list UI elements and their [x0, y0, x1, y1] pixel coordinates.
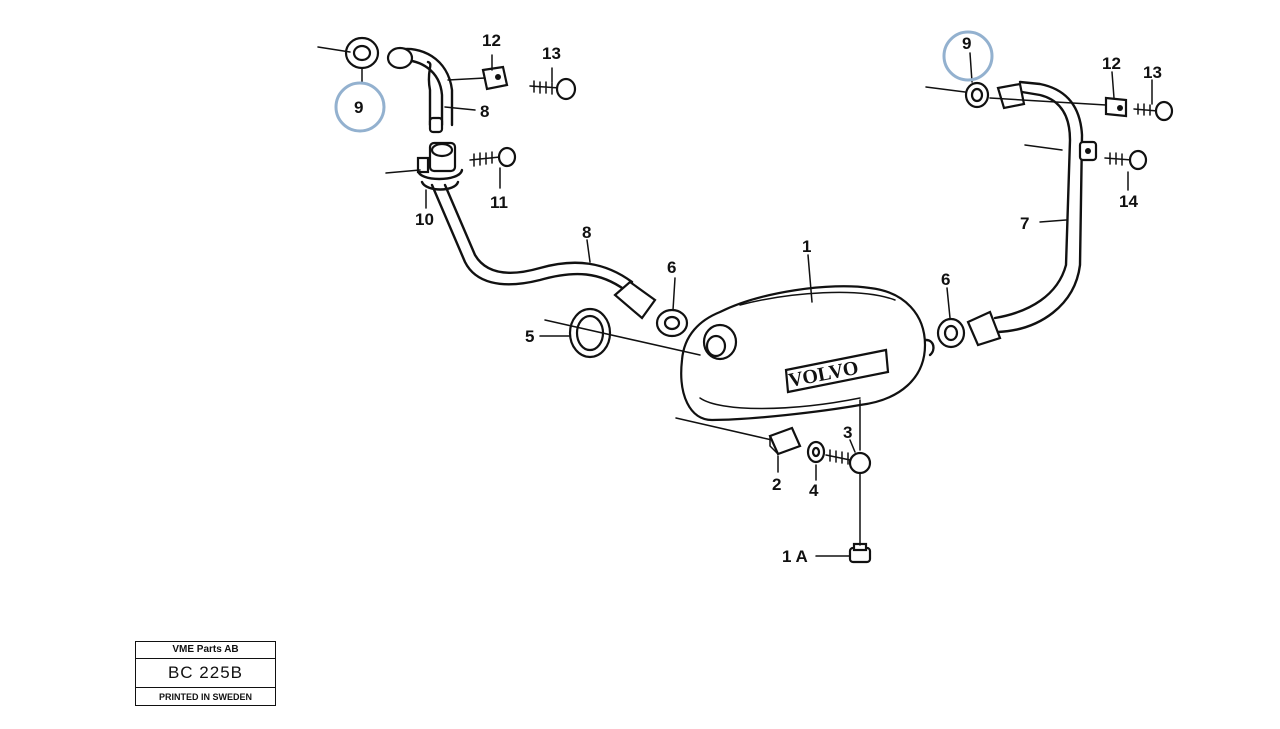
callout-8-lower[interactable]: 8 [582, 223, 591, 242]
right-bracket-12 [1104, 96, 1128, 118]
title-block-code: BC 225B [167, 663, 244, 682]
callout-13-left[interactable]: 13 [542, 44, 561, 63]
leader-lines [317, 46, 1153, 557]
bolt-13-left [529, 77, 577, 101]
left-bracket-12 [481, 65, 509, 91]
callout-8-top[interactable]: 8 [480, 102, 489, 121]
callout-2[interactable]: 2 [772, 475, 781, 494]
callout-14[interactable]: 14 [1119, 192, 1138, 211]
highlight-circle-left [334, 81, 386, 133]
callout-6-right[interactable]: 6 [941, 270, 950, 289]
right-seal-9 [964, 81, 990, 109]
callout-10[interactable]: 10 [415, 210, 434, 229]
callout-12-left[interactable]: 12 [482, 31, 501, 50]
bracket-2 [768, 426, 802, 456]
drain-plug-1a [848, 542, 872, 564]
callout-6-left[interactable]: 6 [667, 258, 676, 277]
oil-tank-1: VOLVO [680, 285, 935, 422]
callout-12-right[interactable]: 12 [1102, 54, 1121, 73]
callout-11[interactable]: 11 [490, 193, 508, 212]
bolt-13-right [1133, 100, 1174, 122]
washer-4 [806, 440, 826, 464]
callout-7[interactable]: 7 [1020, 214, 1029, 233]
callout-9-left[interactable]: 9 [354, 98, 363, 117]
title-block: VME Parts AB BC 225B PRINTED IN SWEDEN [135, 641, 276, 706]
callout-3[interactable]: 3 [843, 423, 852, 442]
bolt-14 [1104, 149, 1148, 171]
gasket-6-left [655, 308, 689, 338]
callout-5[interactable]: 5 [525, 327, 534, 346]
title-block-printed: PRINTED IN SWEDEN [136, 687, 275, 706]
callout-13-right[interactable]: 13 [1143, 63, 1162, 82]
callout-4[interactable]: 4 [809, 481, 819, 500]
callout-1[interactable]: 1 [802, 237, 811, 256]
bolt-3 [825, 449, 872, 475]
bolt-11 [469, 146, 517, 168]
left-pipe [386, 46, 657, 320]
title-block-company: VME Parts AB [136, 642, 275, 659]
left-seal-9 [344, 36, 380, 70]
gasket-6-right [936, 317, 966, 349]
right-clip [1078, 140, 1098, 162]
callout-9-right[interactable]: 9 [962, 34, 971, 53]
left-clamp [416, 141, 464, 191]
highlight-circle-right [942, 30, 994, 82]
right-pipe-7 [966, 80, 1084, 347]
callout-1a[interactable]: 1 A [782, 547, 808, 566]
